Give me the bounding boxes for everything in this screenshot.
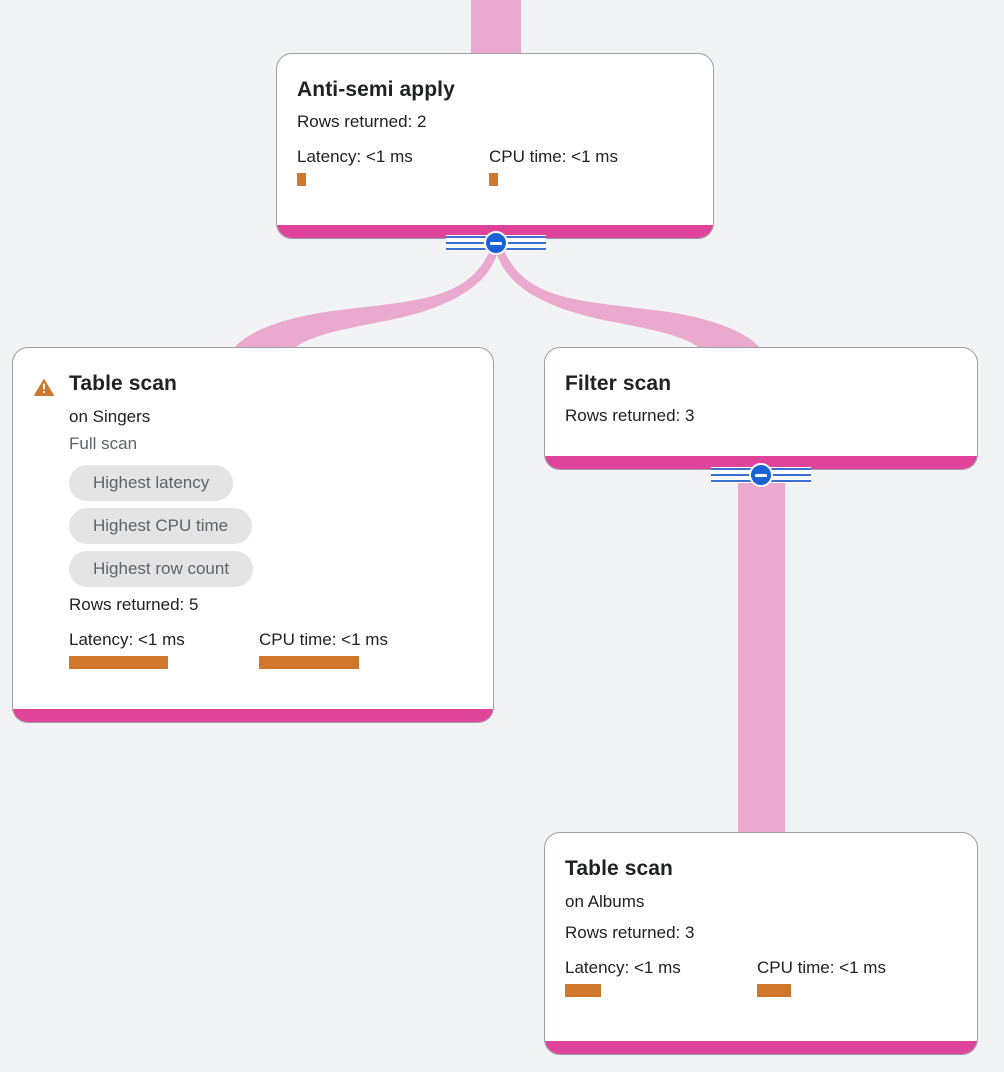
metric-latency-bar [297,173,306,186]
node-chips: Highest latency Highest CPU time Highest… [69,465,473,587]
node-accent-bar [545,456,977,469]
metric-latency-label: Latency: <1 ms [297,147,413,166]
node-rows-returned: Rows returned: 2 [297,112,427,131]
node-title: Table scan [565,857,673,880]
plan-node-filter-scan[interactable]: Filter scan Rows returned: 3 [544,347,978,470]
node-title-row: Anti-semi apply [297,76,693,104]
plan-node-table-scan-albums[interactable]: Table scan on Albums Rows returned: 3 La… [544,832,978,1055]
collapse-toggle-anti-semi-apply[interactable] [446,230,546,256]
metric-cpu-time-bar [259,656,359,669]
metric-cpu-time-label: CPU time: <1 ms [489,147,618,166]
metric-latency-bar [69,656,168,669]
collapse-toggle-filter-scan[interactable] [711,462,811,488]
edge-filterscan-to-tablescan-albums [738,478,785,838]
node-body: Anti-semi apply Rows returned: 2 Latency… [277,54,713,225]
chip-highest-latency[interactable]: Highest latency [69,465,234,501]
edge-antisemi-to-filterscan [497,246,763,352]
node-metrics: Latency: <1 ms CPU time: <1 ms [565,956,957,997]
metric-latency-bar [565,984,601,997]
metric-cpu-time-label: CPU time: <1 ms [757,958,886,977]
collapse-minus-icon[interactable] [749,463,773,487]
warning-triangle-icon [34,378,54,396]
metric-cpu-time-label: CPU time: <1 ms [259,630,388,649]
metric-cpu-time-bar [489,173,498,186]
node-metrics: Latency: <1 ms CPU time: <1 ms [297,145,693,186]
node-metrics: Latency: <1 ms CPU time: <1 ms [69,628,473,669]
node-subtitle: on Singers [69,407,151,426]
node-rows-returned: Rows returned: 3 [565,406,695,425]
metric-cpu-time: CPU time: <1 ms [259,628,388,669]
node-title: Filter scan [565,372,672,395]
node-title: Table scan [69,372,177,395]
node-title: Anti-semi apply [297,78,455,101]
metric-latency: Latency: <1 ms [297,145,489,186]
edge-incoming-root [471,0,521,56]
plan-node-table-scan-singers[interactable]: Table scan on Singers Full scan Highest … [12,347,494,723]
metric-cpu-time: CPU time: <1 ms [757,956,886,997]
metric-latency-label: Latency: <1 ms [69,630,185,649]
node-scan-type: Full scan [69,434,138,453]
node-accent-bar [13,709,493,722]
edge-antisemi-to-tablescan-singers [231,246,497,352]
node-rows-returned: Rows returned: 3 [565,923,695,942]
node-subtitle: on Albums [565,892,645,911]
node-accent-bar [545,1041,977,1054]
chip-highest-row-count[interactable]: Highest row count [69,551,254,587]
node-title-row: Table scan [33,370,473,398]
metric-latency: Latency: <1 ms [565,956,757,997]
metric-cpu-time: CPU time: <1 ms [489,145,618,186]
collapse-minus-icon[interactable] [484,231,508,255]
node-detail-block: on Singers Full scan Highest latency Hig… [33,404,473,669]
node-body: Table scan on Singers Full scan Highest … [13,348,493,709]
minus-glyph [490,241,502,245]
metric-latency: Latency: <1 ms [69,628,259,669]
node-title-row: Filter scan [565,370,957,398]
node-rows-returned: Rows returned: 5 [69,595,199,614]
chip-highest-cpu-time[interactable]: Highest CPU time [69,508,253,544]
minus-glyph [755,473,767,477]
metric-latency-label: Latency: <1 ms [565,958,681,977]
node-title-row: Table scan [565,855,957,883]
node-body: Table scan on Albums Rows returned: 3 La… [545,833,977,1041]
metric-cpu-time-bar [757,984,791,997]
plan-node-anti-semi-apply[interactable]: Anti-semi apply Rows returned: 2 Latency… [276,53,714,239]
node-body: Filter scan Rows returned: 3 [545,348,977,456]
